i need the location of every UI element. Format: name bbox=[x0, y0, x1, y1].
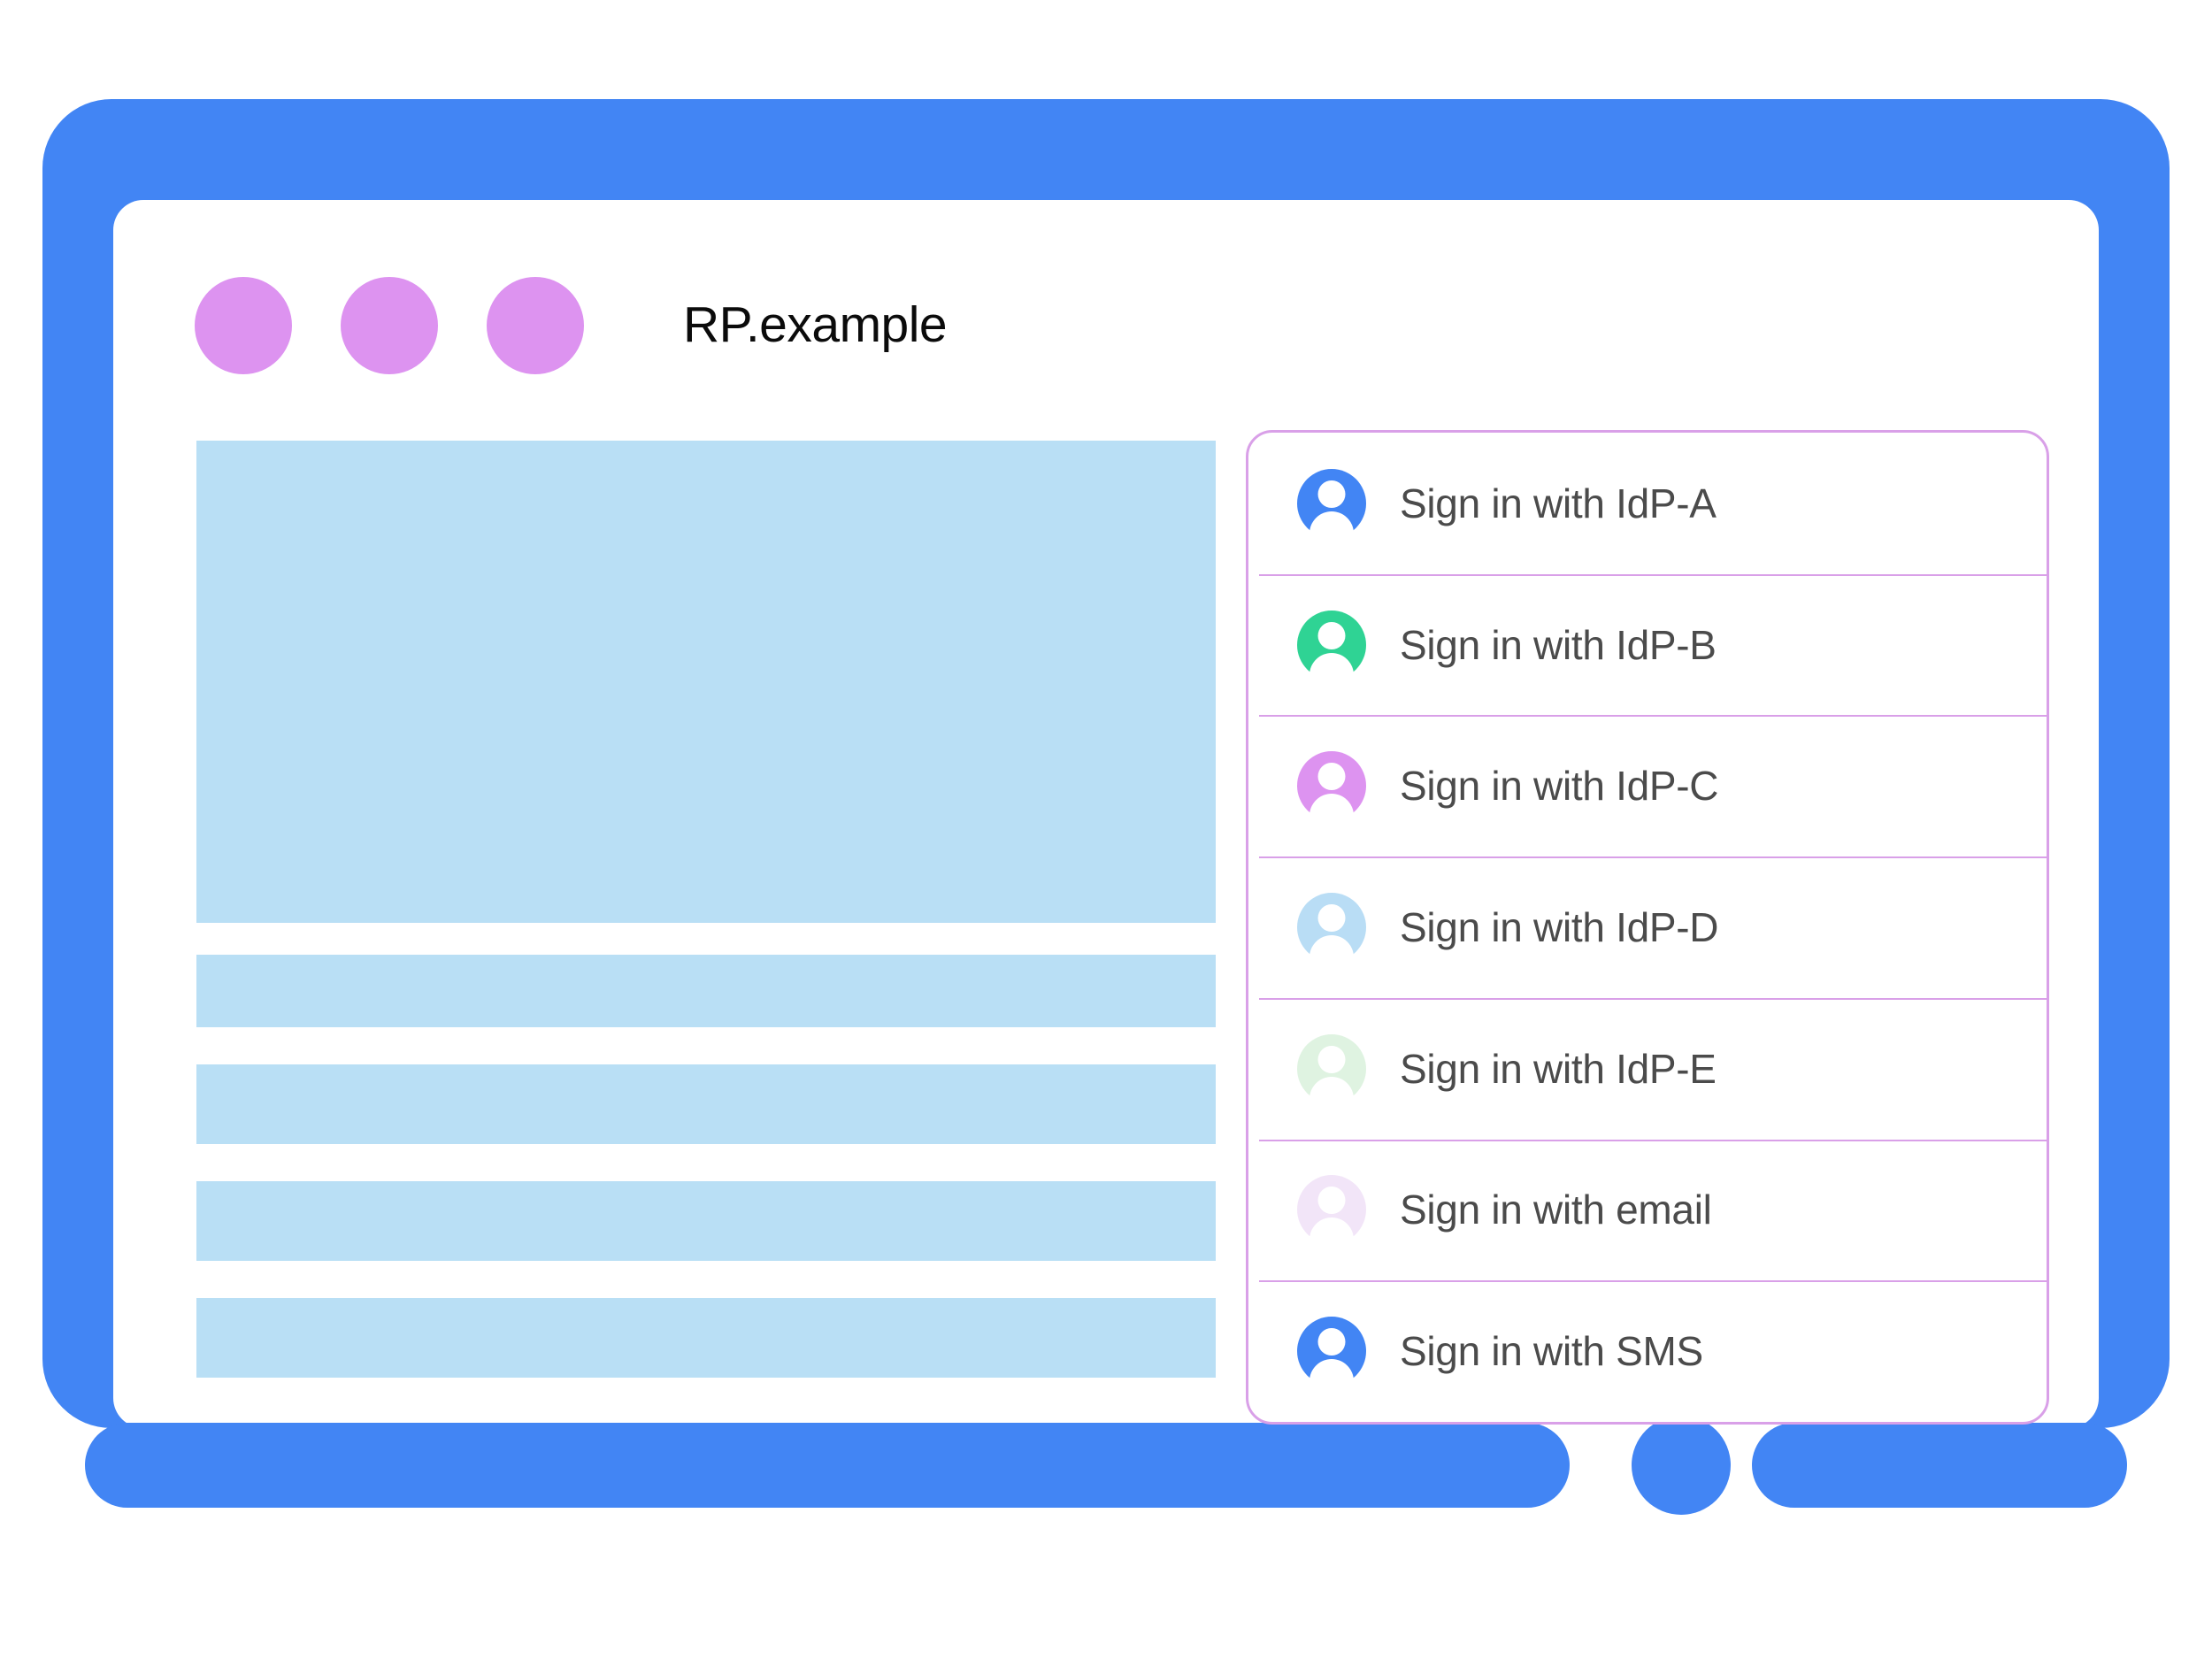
account-row[interactable]: Sign in with IdP-C bbox=[1248, 715, 2047, 856]
home-button[interactable] bbox=[1632, 1416, 1731, 1515]
text-line-placeholder-2 bbox=[196, 1064, 1216, 1144]
account-label: Sign in with SMS bbox=[1400, 1328, 1703, 1375]
person-avatar-icon bbox=[1297, 468, 1366, 552]
account-row[interactable]: Sign in with IdP-B bbox=[1248, 573, 2047, 716]
person-avatar-icon bbox=[1297, 1175, 1366, 1259]
account-label: Sign in with IdP-A bbox=[1400, 480, 1717, 526]
account-row[interactable]: Sign in with email bbox=[1248, 1139, 2047, 1281]
avatar-body-shape bbox=[1310, 1359, 1354, 1401]
window-dot-3-icon[interactable] bbox=[487, 276, 584, 374]
account-row[interactable]: Sign in with SMS bbox=[1248, 1280, 2047, 1422]
account-list: Sign in with IdP-A Sign in with IdP-B Sign… bbox=[1248, 433, 2047, 1422]
account-label: Sign in with email bbox=[1400, 1187, 1712, 1233]
person-avatar-icon bbox=[1297, 751, 1366, 835]
account-label: Sign in with IdP-B bbox=[1400, 621, 1717, 668]
avatar-body-shape bbox=[1310, 794, 1354, 835]
bottom-bezel-left bbox=[85, 1423, 1570, 1508]
avatar-head-shape bbox=[1317, 480, 1346, 508]
account-chooser-panel: Sign in with IdP-A Sign in with IdP-B Sign… bbox=[1246, 430, 2049, 1425]
avatar-head-shape bbox=[1317, 904, 1346, 933]
window-dot-2-icon[interactable] bbox=[341, 276, 438, 374]
account-row[interactable]: Sign in with IdP-E bbox=[1248, 997, 2047, 1140]
bottom-bezel-right bbox=[1752, 1423, 2127, 1508]
text-line-placeholder-1 bbox=[196, 955, 1216, 1027]
account-row[interactable]: Sign in with IdP-A bbox=[1248, 433, 2047, 574]
person-avatar-icon bbox=[1297, 1033, 1366, 1118]
person-avatar-icon bbox=[1297, 893, 1366, 977]
avatar-body-shape bbox=[1310, 1076, 1354, 1118]
text-line-placeholder-4 bbox=[196, 1298, 1216, 1378]
avatar-head-shape bbox=[1317, 1045, 1346, 1073]
account-label: Sign in with IdP-C bbox=[1400, 763, 1719, 810]
account-row[interactable]: Sign in with IdP-D bbox=[1248, 856, 2047, 998]
page-content-placeholders bbox=[196, 441, 1216, 1415]
avatar-head-shape bbox=[1317, 621, 1346, 649]
page-title: RP.example bbox=[683, 296, 948, 353]
avatar-head-shape bbox=[1317, 763, 1346, 791]
avatar-body-shape bbox=[1310, 652, 1354, 694]
avatar-body-shape bbox=[1310, 1217, 1354, 1259]
person-avatar-icon bbox=[1297, 1317, 1366, 1401]
avatar-body-shape bbox=[1310, 935, 1354, 977]
avatar-head-shape bbox=[1317, 1328, 1346, 1356]
person-avatar-icon bbox=[1297, 610, 1366, 694]
text-line-placeholder-3 bbox=[196, 1181, 1216, 1261]
hero-placeholder bbox=[196, 441, 1216, 923]
window-dot-1-icon[interactable] bbox=[195, 276, 292, 374]
avatar-body-shape bbox=[1310, 511, 1354, 552]
account-label: Sign in with IdP-D bbox=[1400, 904, 1719, 951]
window-control-dots bbox=[195, 276, 584, 374]
avatar-head-shape bbox=[1317, 1187, 1346, 1215]
account-label: Sign in with IdP-E bbox=[1400, 1045, 1717, 1092]
browser-titlebar: RP.example bbox=[113, 257, 2099, 394]
